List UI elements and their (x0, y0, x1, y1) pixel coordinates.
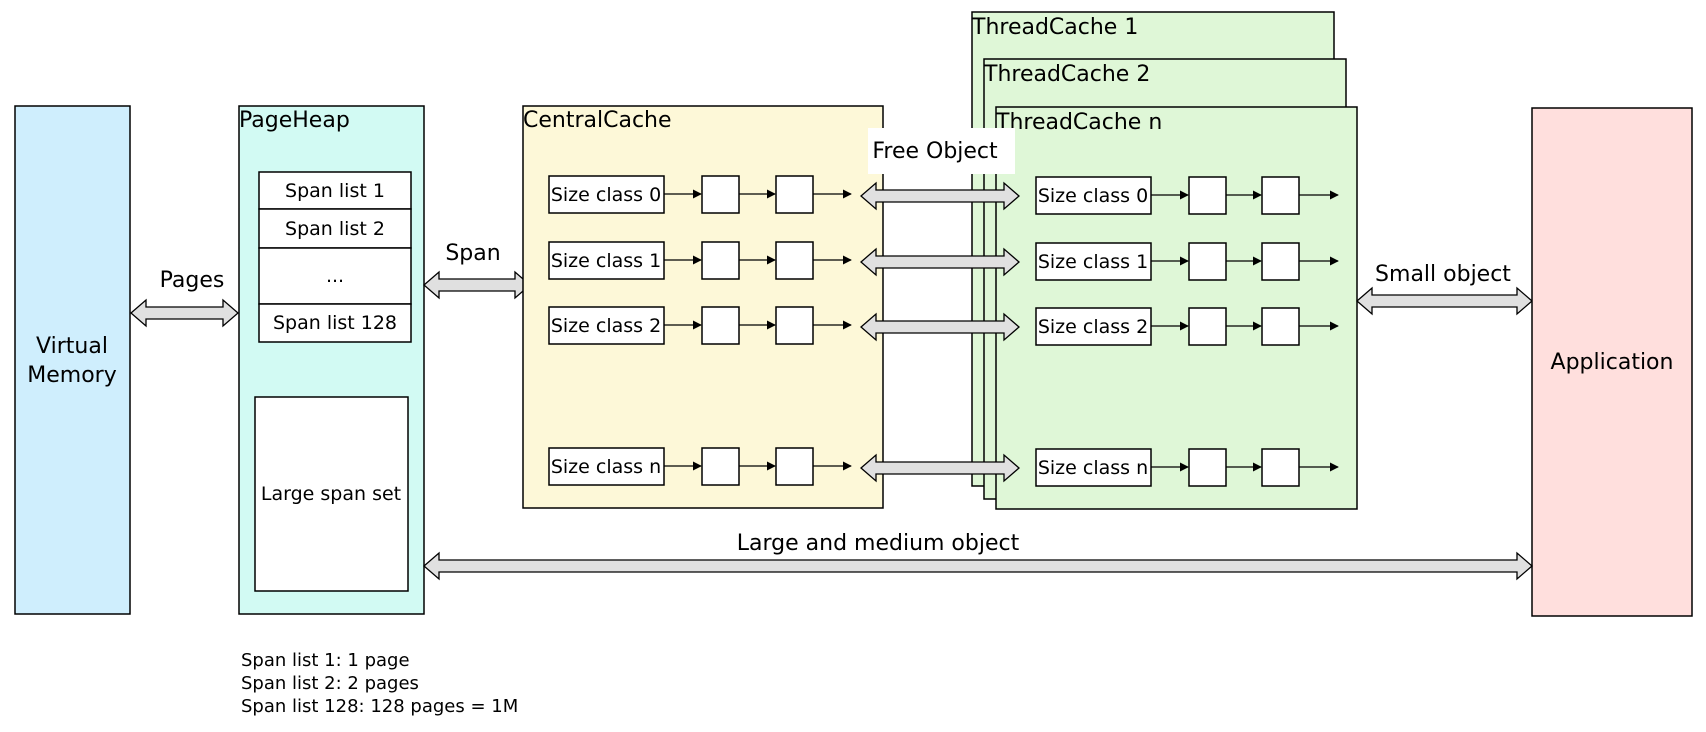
note-span-list-2: Span list 2: 2 pages (241, 673, 419, 694)
central-size-class-n-label: Size class n (551, 456, 661, 478)
central-size-class-1-node-2 (775, 241, 814, 280)
central-size-class-n-node-1 (701, 447, 740, 486)
span-list-1-label: Span list 1 (285, 180, 385, 202)
small-object-arrow (1356, 286, 1533, 316)
thread-size-class-2-label: Size class 2 (1038, 316, 1148, 338)
pages-arrow (130, 298, 239, 328)
thread-size-class-1-label: Size class 1 (1038, 251, 1148, 273)
large-medium-object-label: Large and medium object (737, 531, 1020, 556)
central-size-class-2-box (548, 306, 665, 345)
central-size-class-2-row: Size class 2 (548, 306, 852, 345)
span-arrow-label: Span (445, 241, 500, 266)
thread-size-class-0-label: Size class 0 (1038, 185, 1148, 207)
thread-size-class-n-row: Size class n (1035, 448, 1339, 487)
thread-size-class-n-node-2 (1261, 448, 1300, 487)
large-span-set-box (254, 396, 409, 592)
thread-size-class-n-box (1035, 448, 1152, 487)
thread-size-class-2-row: Size class 2 (1035, 307, 1339, 346)
free-object-arrow-1 (860, 247, 1020, 277)
central-size-class-0-node-1 (701, 175, 740, 214)
span-list-ellipsis-label: ... (326, 265, 344, 287)
central-cache-title: CentralCache (523, 108, 672, 133)
virtual-memory-box (14, 105, 131, 615)
central-size-class-0-label: Size class 0 (551, 184, 661, 206)
span-arrow (423, 270, 531, 300)
thread-size-class-n-node-1 (1188, 448, 1227, 487)
thread-cache-2-title: ThreadCache 2 (983, 62, 1150, 87)
thread-size-class-n-label: Size class n (1038, 457, 1148, 479)
free-object-arrow-0 (860, 181, 1020, 211)
span-list-ellipsis-box (258, 247, 412, 305)
span-list-1-box (258, 171, 412, 210)
central-size-class-2-node-1 (701, 306, 740, 345)
central-size-class-0-box (548, 175, 665, 214)
application-box (1531, 107, 1693, 617)
note-span-list-1: Span list 1: 1 page (241, 650, 410, 671)
thread-size-class-2-node-1 (1188, 307, 1227, 346)
free-object-arrow-2 (860, 312, 1020, 342)
large-medium-object-arrow (423, 551, 1533, 581)
pages-arrow-label: Pages (160, 268, 225, 293)
note-span-list-128: Span list 128: 128 pages = 1M (241, 696, 518, 717)
thread-size-class-1-node-1 (1188, 242, 1227, 281)
thread-size-class-0-node-1 (1188, 176, 1227, 215)
thread-cache-n-title: ThreadCache n (995, 110, 1162, 135)
central-size-class-1-node-1 (701, 241, 740, 280)
central-size-class-0-node-2 (775, 175, 814, 214)
free-object-label: Free Object (872, 139, 998, 164)
small-object-label: Small object (1375, 262, 1511, 287)
thread-size-class-1-node-2 (1261, 242, 1300, 281)
central-size-class-n-node-2 (775, 447, 814, 486)
free-object-label-bg (868, 128, 1015, 174)
thread-size-class-0-row: Size class 0 (1035, 176, 1339, 215)
central-size-class-n-row: Size class n (548, 447, 852, 486)
thread-size-class-0-node-2 (1261, 176, 1300, 215)
thread-size-class-2-box (1035, 307, 1152, 346)
thread-size-class-2-node-2 (1261, 307, 1300, 346)
central-size-class-1-box (548, 241, 665, 280)
span-list-128-label: Span list 128 (273, 312, 397, 334)
page-heap-title: PageHeap (239, 108, 350, 133)
large-span-set-label: Large span set (261, 483, 401, 505)
thread-size-class-0-box (1035, 176, 1152, 215)
virtual-memory-label-line2: Memory (27, 363, 116, 388)
central-size-class-1-row: Size class 1 (548, 241, 852, 280)
central-size-class-1-label: Size class 1 (551, 250, 661, 272)
central-size-class-n-box (548, 447, 665, 486)
central-size-class-0-row: Size class 0 (548, 175, 852, 214)
central-size-class-2-label: Size class 2 (551, 315, 661, 337)
free-object-arrow-n (860, 453, 1020, 483)
span-list-128-box (258, 303, 412, 343)
span-list-2-label: Span list 2 (285, 218, 385, 240)
central-size-class-2-node-2 (775, 306, 814, 345)
application-label: Application (1551, 350, 1674, 375)
virtual-memory-label-line1: Virtual (36, 334, 108, 359)
thread-size-class-1-row: Size class 1 (1035, 242, 1339, 281)
thread-cache-1-title: ThreadCache 1 (971, 15, 1138, 40)
